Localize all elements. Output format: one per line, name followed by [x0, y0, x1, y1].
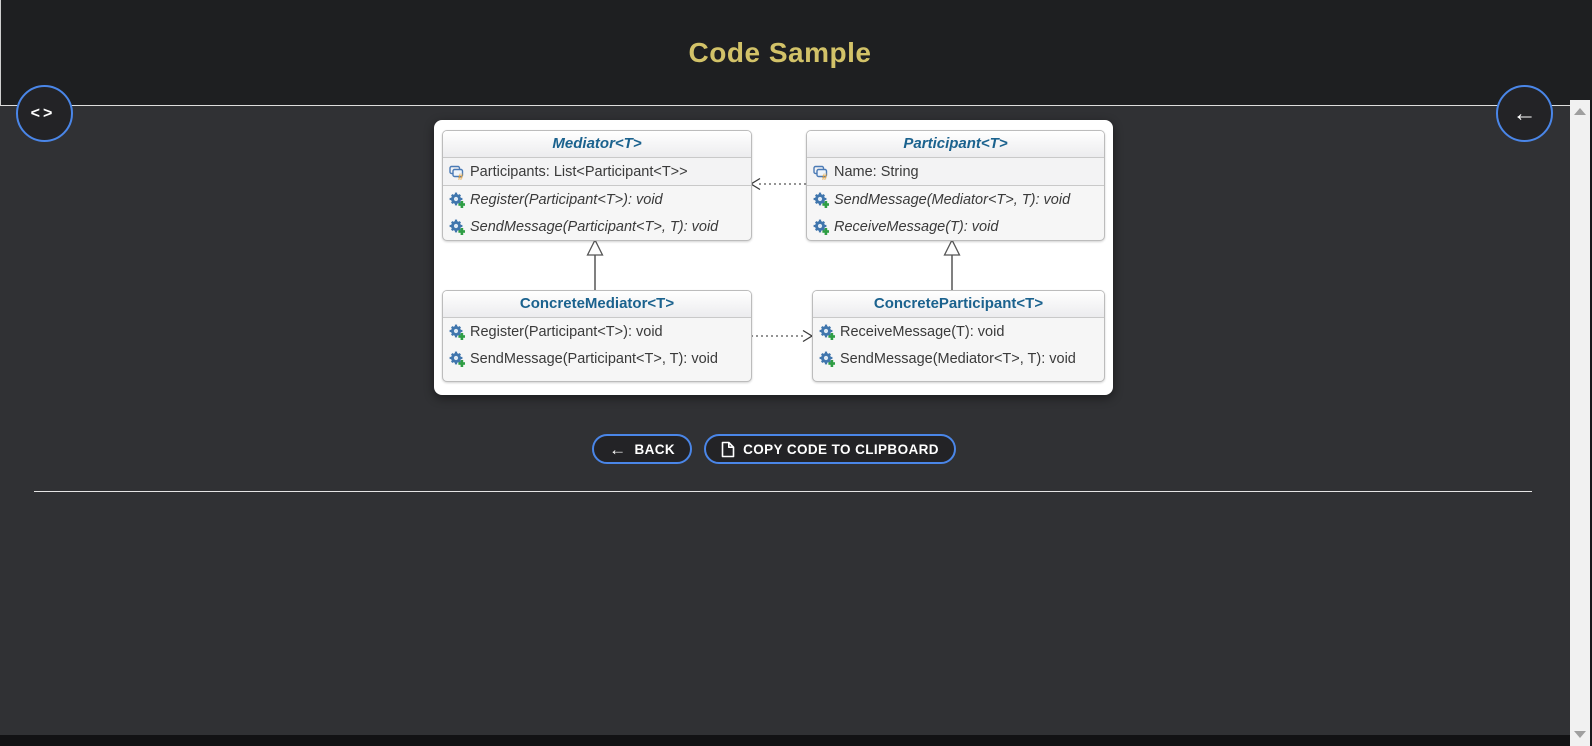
- method-text: SendMessage(Mediator<T>, T): void: [840, 350, 1076, 367]
- method-icon: [449, 219, 465, 235]
- field-row: # Participants: List<Participant<T>>: [443, 158, 751, 186]
- method-row: SendMessage(Participant<T>, T): void: [443, 345, 751, 372]
- svg-text:#: #: [822, 172, 827, 180]
- method-icon: [449, 351, 465, 367]
- scroll-down-arrow-icon[interactable]: [1574, 731, 1586, 738]
- method-text: ReceiveMessage(T): void: [834, 218, 999, 235]
- copy-code-button-label: COPY CODE TO CLIPBOARD: [743, 441, 939, 457]
- method-text: SendMessage(Participant<T>, T): void: [470, 218, 719, 235]
- right-edge-strip: [1590, 100, 1592, 746]
- header-bar: Code Sample: [0, 0, 1592, 106]
- bottom-bar: [0, 735, 1570, 746]
- method-text: Register(Participant<T>): void: [470, 323, 663, 340]
- vertical-scrollbar[interactable]: [1570, 100, 1590, 746]
- method-icon: [449, 324, 465, 340]
- copy-code-button[interactable]: COPY CODE TO CLIPBOARD: [704, 434, 956, 464]
- field-icon: #: [813, 165, 828, 180]
- document-icon: [721, 441, 735, 457]
- code-toggle-button[interactable]: <>: [16, 85, 73, 142]
- method-row: SendMessage(Mediator<T>, T): void: [807, 186, 1104, 213]
- inheritance-arrow-concretemediator: [586, 238, 604, 290]
- back-button[interactable]: ← BACK: [592, 434, 693, 464]
- field-text: Name: String: [834, 163, 919, 180]
- method-icon: [813, 219, 829, 235]
- back-arrow-icon: ←: [1512, 99, 1537, 127]
- method-row: SendMessage(Participant<T>, T): void: [443, 213, 751, 240]
- method-icon: [813, 192, 829, 208]
- method-text: Register(Participant<T>): void: [470, 191, 663, 208]
- class-title: ConcreteMediator<T>: [443, 291, 751, 318]
- class-box-concrete-participant: ConcreteParticipant<T> ReceiveMessage(T)…: [812, 290, 1105, 382]
- class-box-participant: Participant<T> # Name: String SendMessag…: [806, 130, 1105, 241]
- uml-diagram-panel: Mediator<T> # Participants: List<Partici…: [434, 120, 1113, 395]
- method-text: SendMessage(Participant<T>, T): void: [470, 350, 718, 367]
- field-icon: #: [449, 165, 464, 180]
- method-icon: [819, 324, 835, 340]
- code-icon: <>: [30, 104, 56, 122]
- left-arrow-icon: ←: [609, 439, 627, 459]
- back-button-label: BACK: [634, 441, 676, 457]
- method-row: Register(Participant<T>): void: [443, 186, 751, 213]
- dependency-arrow-concretemediator-to-concreteparticipant: [751, 329, 814, 343]
- field-row: # Name: String: [807, 158, 1104, 186]
- class-title: ConcreteParticipant<T>: [813, 291, 1104, 318]
- method-row: Register(Participant<T>): void: [443, 318, 751, 345]
- scroll-up-arrow-icon[interactable]: [1574, 108, 1586, 115]
- field-text: Participants: List<Participant<T>>: [470, 163, 688, 180]
- method-row: SendMessage(Mediator<T>, T): void: [813, 345, 1104, 372]
- method-icon: [449, 192, 465, 208]
- back-fab-button[interactable]: ←: [1496, 85, 1553, 142]
- dependency-arrow-participant-to-mediator: [749, 177, 806, 191]
- svg-text:#: #: [458, 172, 463, 180]
- method-text: ReceiveMessage(T): void: [840, 323, 1005, 340]
- class-title: Participant<T>: [807, 131, 1104, 158]
- section-divider: [34, 491, 1532, 492]
- method-row: ReceiveMessage(T): void: [813, 318, 1104, 345]
- method-row: ReceiveMessage(T): void: [807, 213, 1104, 240]
- inheritance-arrow-concreteparticipant: [943, 238, 961, 290]
- class-box-concrete-mediator: ConcreteMediator<T> Register(Participant…: [442, 290, 752, 382]
- page-title: Code Sample: [688, 37, 872, 68]
- method-text: SendMessage(Mediator<T>, T): void: [834, 191, 1071, 208]
- class-title: Mediator<T>: [443, 131, 751, 158]
- action-buttons-row: ← BACK COPY CODE TO CLIPBOARD: [0, 434, 1548, 464]
- class-box-mediator: Mediator<T> # Participants: List<Partici…: [442, 130, 752, 241]
- method-icon: [819, 351, 835, 367]
